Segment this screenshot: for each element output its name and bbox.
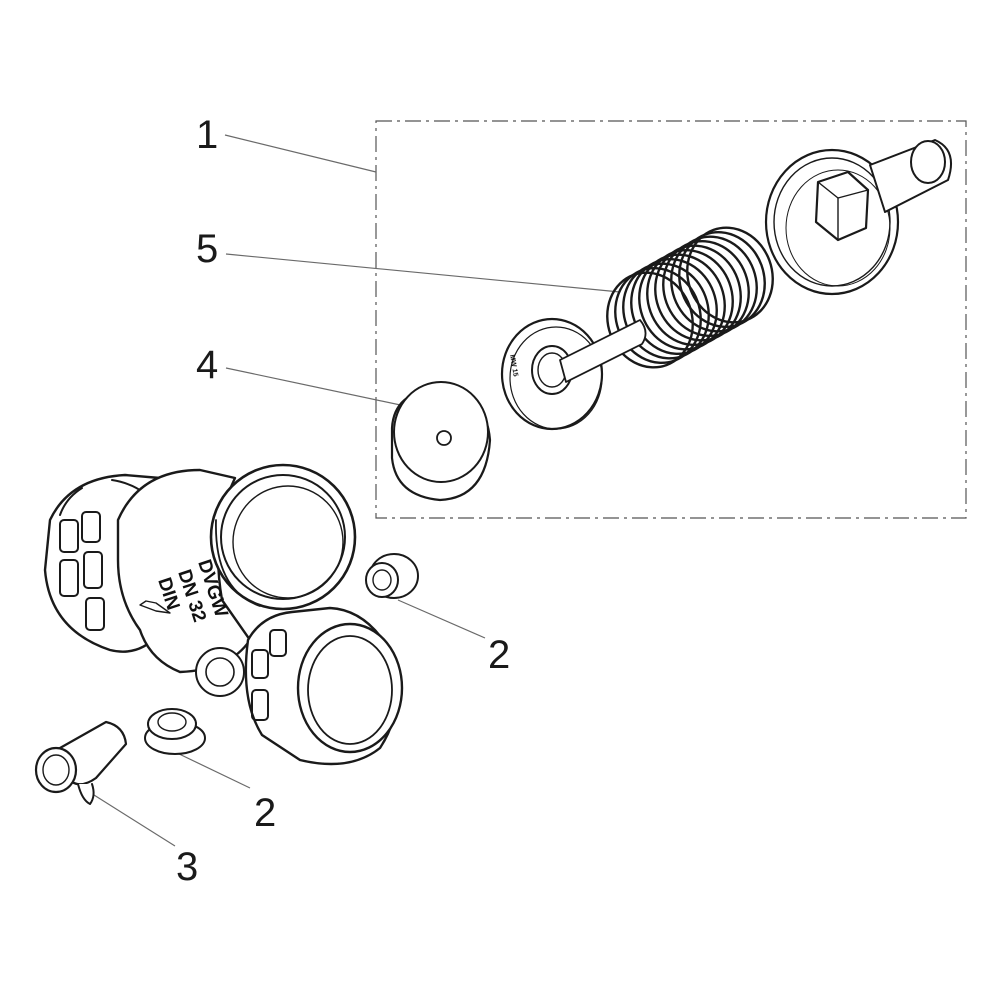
callout-c2a: 2 xyxy=(488,633,510,677)
bonnet-cap xyxy=(764,139,952,296)
part-2-plug-lower xyxy=(144,708,206,755)
callout-c5: 5 xyxy=(196,227,218,271)
part-4-valve-disc xyxy=(390,381,492,502)
part-3-drain-valve xyxy=(34,720,128,805)
leader-2b xyxy=(174,751,251,789)
part-2-plug-upper xyxy=(365,553,419,599)
leader-lines xyxy=(93,134,621,847)
leader-4 xyxy=(225,367,425,411)
callout-labels: 1 5 4 2 2 3 xyxy=(176,113,510,889)
spring-coil xyxy=(686,226,774,324)
leader-5 xyxy=(225,253,621,293)
callout-c4: 4 xyxy=(196,343,218,387)
leader-2a xyxy=(397,599,486,639)
disc-holder-marking: MW 15 xyxy=(508,354,519,377)
valve-body: DVGW DN 32 DIN xyxy=(43,463,404,766)
leader-3 xyxy=(93,794,176,847)
assembly-1-boundary xyxy=(375,120,967,519)
callout-c2b: 2 xyxy=(254,791,276,835)
callout-c3: 3 xyxy=(176,845,198,889)
leader-1 xyxy=(224,134,377,173)
part-5-spring xyxy=(606,226,774,369)
callout-c1: 1 xyxy=(196,113,218,157)
flow-arrow-icon xyxy=(139,600,171,614)
disc-holder-with-stem: MW 15 xyxy=(500,317,647,431)
